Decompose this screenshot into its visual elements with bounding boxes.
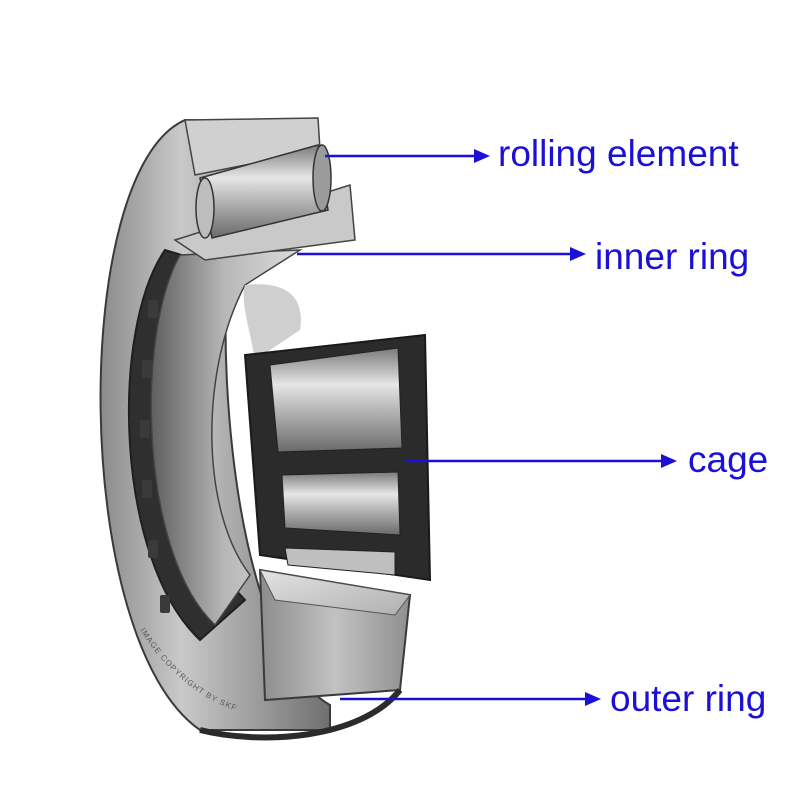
- arrows: [297, 149, 677, 706]
- inner-ring-arrow: [297, 247, 586, 261]
- cage-label: cage: [688, 439, 769, 480]
- cage-pockets: [140, 300, 170, 613]
- rolling-element-shape: [195, 144, 332, 239]
- inner-ring-label: inner ring: [595, 236, 750, 277]
- rolling-element-arrow: [325, 149, 490, 163]
- outer-ring-label: outer ring: [610, 678, 767, 719]
- rolling-element-label: rolling element: [498, 133, 739, 174]
- cage-shape: [243, 333, 432, 582]
- cage-arrow: [405, 454, 677, 468]
- outer-ring-arrow: [340, 692, 601, 706]
